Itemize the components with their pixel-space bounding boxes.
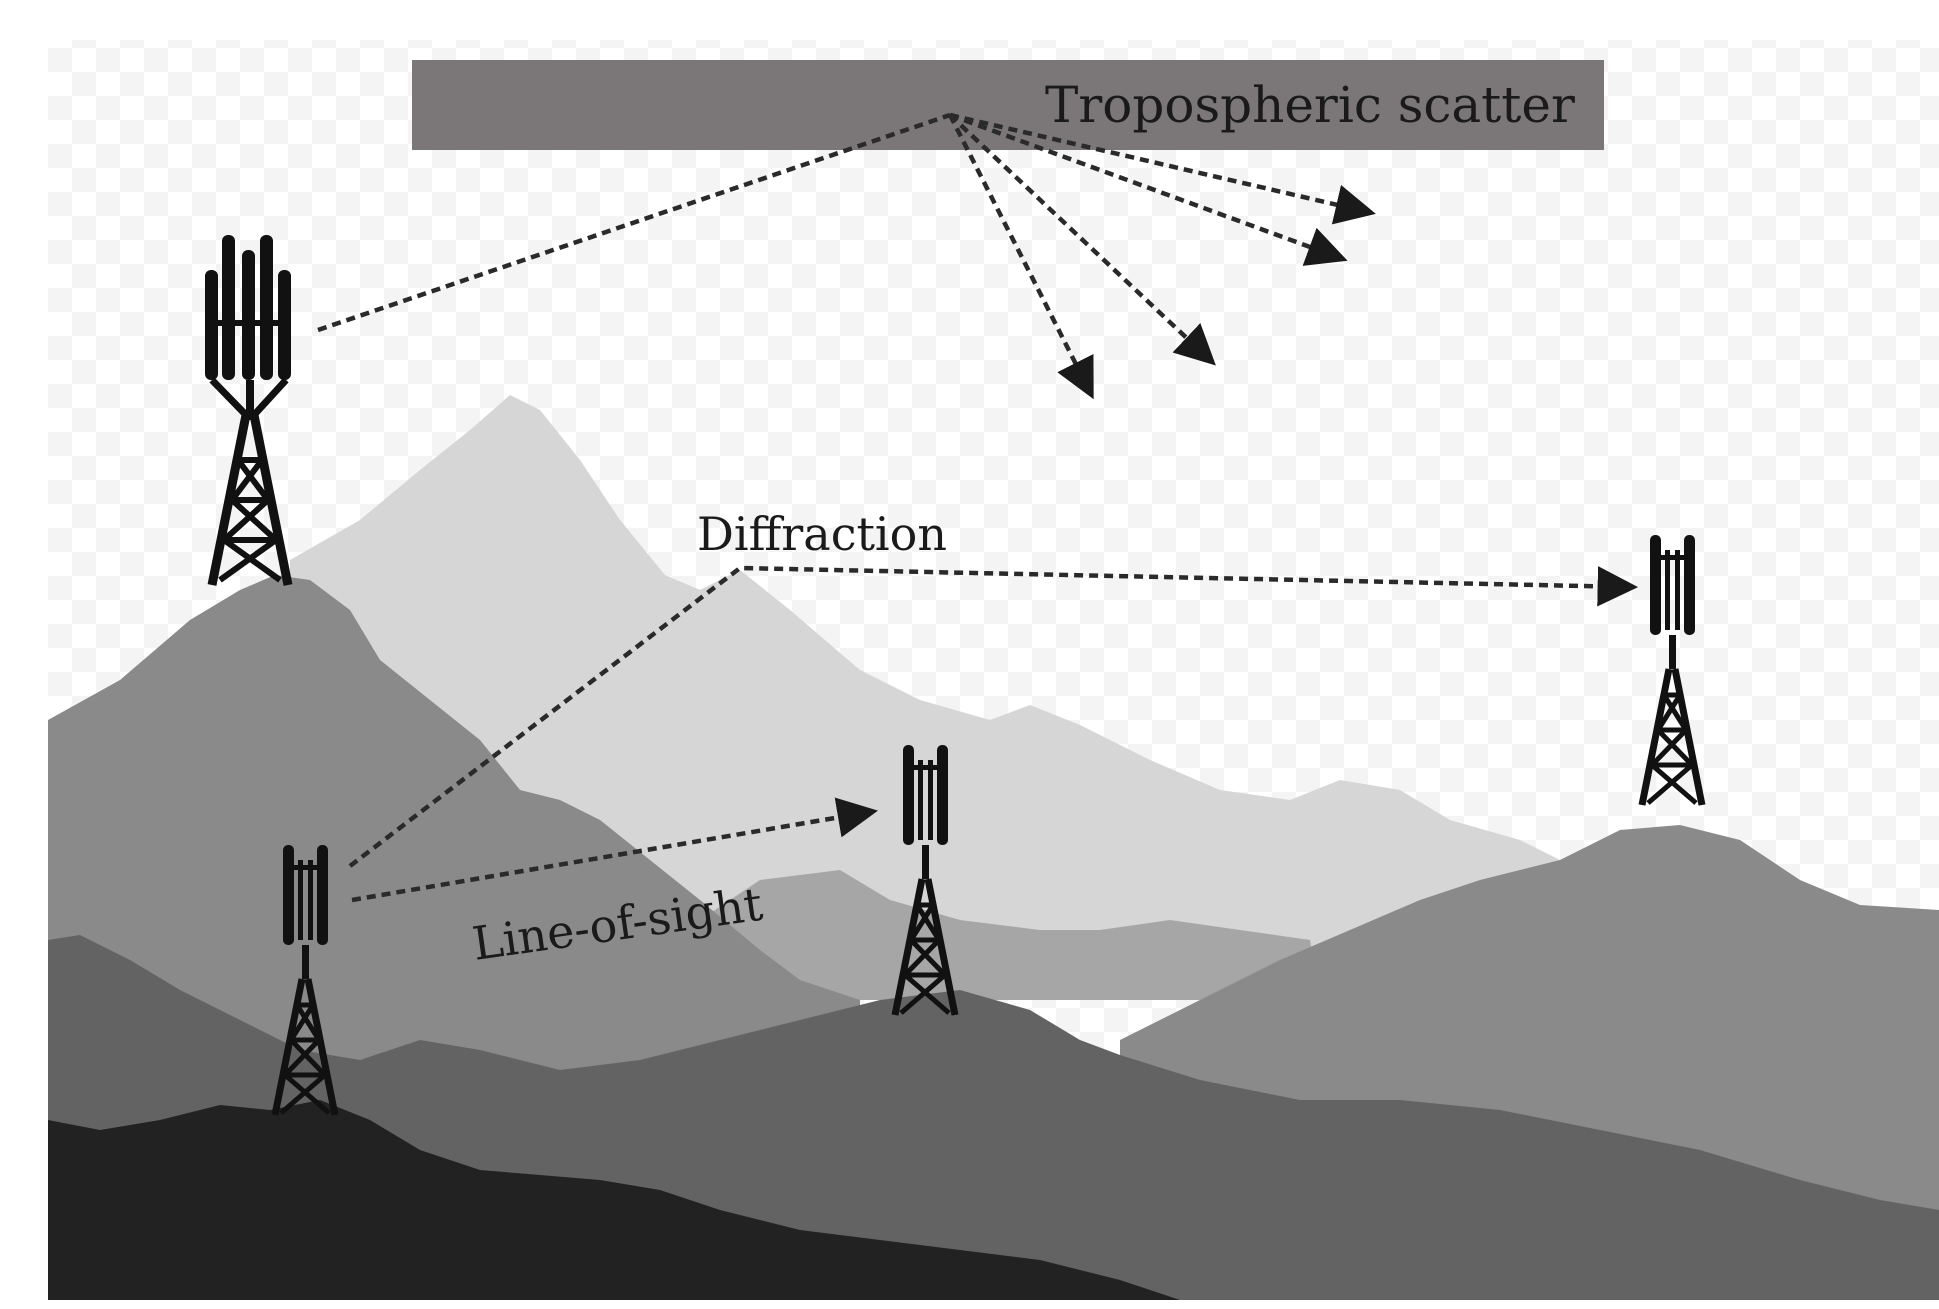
path-scatter-1 xyxy=(949,112,1376,225)
propagation-paths xyxy=(317,112,1639,903)
path-diffraction xyxy=(348,565,1639,868)
path-scatter-2 xyxy=(949,112,1348,266)
path-line-of-sight xyxy=(351,797,878,903)
path-scatter-4 xyxy=(947,113,1094,400)
diffraction-label: Diffraction xyxy=(697,507,947,561)
troposcatter-label: Tropospheric scatter xyxy=(1045,76,1575,134)
mountain-front xyxy=(48,1100,1180,1300)
mountain-mid-light xyxy=(700,870,1320,1000)
path-uplink-to-troposphere xyxy=(317,112,951,333)
